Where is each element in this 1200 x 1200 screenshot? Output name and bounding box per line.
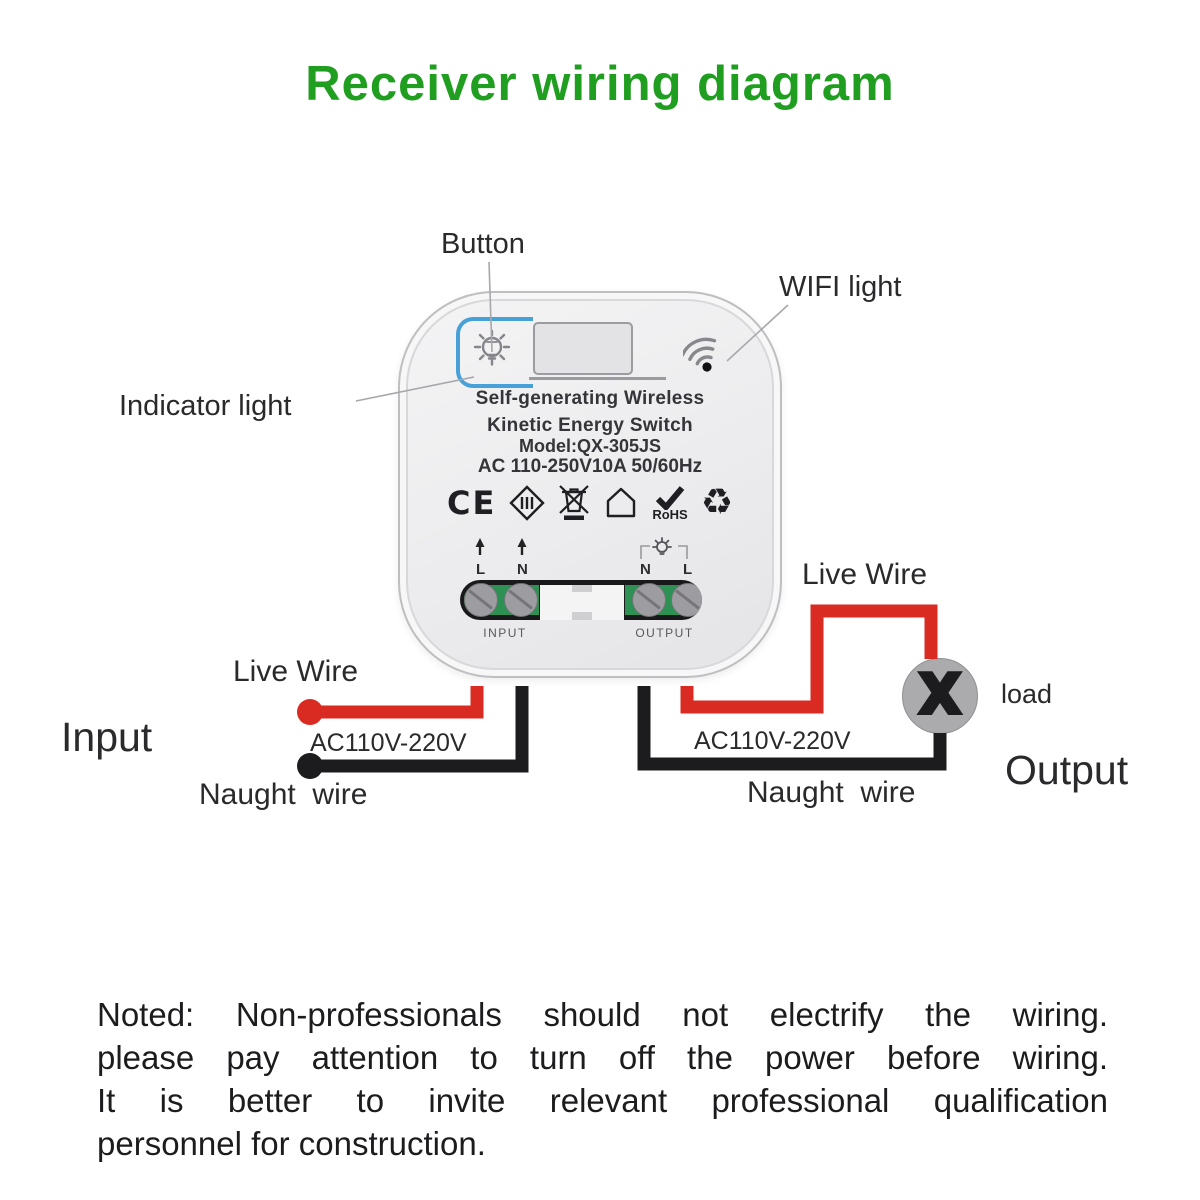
output-voltage-label: AC110V-220V	[694, 727, 851, 755]
screw-output-n[interactable]	[632, 583, 666, 617]
screw-output-l[interactable]	[671, 583, 702, 617]
terminal-input-l: L	[476, 561, 486, 578]
terminal-output-n: N	[640, 561, 651, 578]
ce-mark-icon: CE	[446, 484, 497, 522]
indicator-light-frame	[456, 317, 533, 388]
load-x-symbol: X	[917, 662, 963, 726]
input-live-wire-label: Live Wire	[233, 655, 359, 688]
input-l-arrow-icon	[475, 538, 485, 555]
terminal-output-l: L	[683, 561, 693, 578]
terminal-input-n: N	[517, 561, 528, 578]
input-naught-wire-label: Naught wire	[199, 778, 368, 811]
input-terminal-label: INPUT	[483, 626, 527, 640]
warning-note: Noted: Non-professionals should not elec…	[97, 993, 1108, 1165]
button-callout: Button	[441, 228, 525, 260]
output-naught-wire-label: Naught wire	[747, 776, 916, 809]
output-terminal-label: OUTPUT	[635, 626, 694, 640]
house-icon	[607, 487, 636, 518]
note-line-3: It is better to invite relevant professi…	[97, 1082, 1108, 1119]
device-groove-line	[529, 377, 666, 380]
weee-bin-icon	[559, 485, 590, 520]
note-line-1: Noted: Non-professionals should not elec…	[97, 996, 1108, 1033]
middle-clamp	[540, 585, 624, 620]
output-section-label: Output	[1005, 747, 1129, 793]
input-live-wire	[310, 686, 484, 719]
device-name-line1: Self-generating Wireless	[475, 388, 705, 409]
input-voltage-label: AC110V-220V	[310, 729, 467, 757]
receiver-device: Self-generating Wireless Kinetic Energy …	[398, 291, 782, 678]
screw-input-n[interactable]	[504, 583, 538, 617]
output-bulb-icon	[652, 537, 672, 555]
note-line-2: please pay attention to turn off the pow…	[97, 1039, 1108, 1076]
class-iii-diamond-icon	[509, 485, 546, 521]
input-section-label: Input	[61, 714, 153, 760]
load-device: X	[902, 658, 978, 734]
input-live-wire-end	[297, 699, 323, 725]
load-label: load	[1001, 679, 1053, 709]
device-button[interactable]	[533, 322, 633, 375]
screw-input-l[interactable]	[464, 583, 498, 617]
page-title: Receiver wiring diagram	[305, 57, 895, 111]
device-text-block: Self-generating Wireless Kinetic Energy …	[400, 388, 780, 478]
rohs-icon: RoHS	[652, 485, 688, 522]
rohs-check-icon	[655, 485, 685, 510]
recycle-icon: ♻	[700, 482, 733, 523]
device-name-line2: Kinetic Energy Switch	[487, 415, 693, 437]
wifi-icon	[683, 337, 717, 372]
device-model: Model:QX-305JS	[518, 436, 662, 457]
indicator-bulb-icon	[473, 329, 511, 366]
terminal-slot	[460, 580, 702, 620]
output-live-wire-label: Live Wire	[802, 558, 928, 591]
note-line-4: personnel for construction.	[97, 1125, 486, 1162]
wifi-light-callout: WIFI light	[779, 271, 902, 303]
input-n-arrow-icon	[517, 538, 527, 555]
device-rating: AC 110-250V10A 50/60Hz	[477, 456, 703, 478]
rohs-label: RoHS	[652, 506, 688, 522]
indicator-light-callout: Indicator light	[119, 390, 292, 422]
certification-row: CE	[400, 479, 780, 527]
